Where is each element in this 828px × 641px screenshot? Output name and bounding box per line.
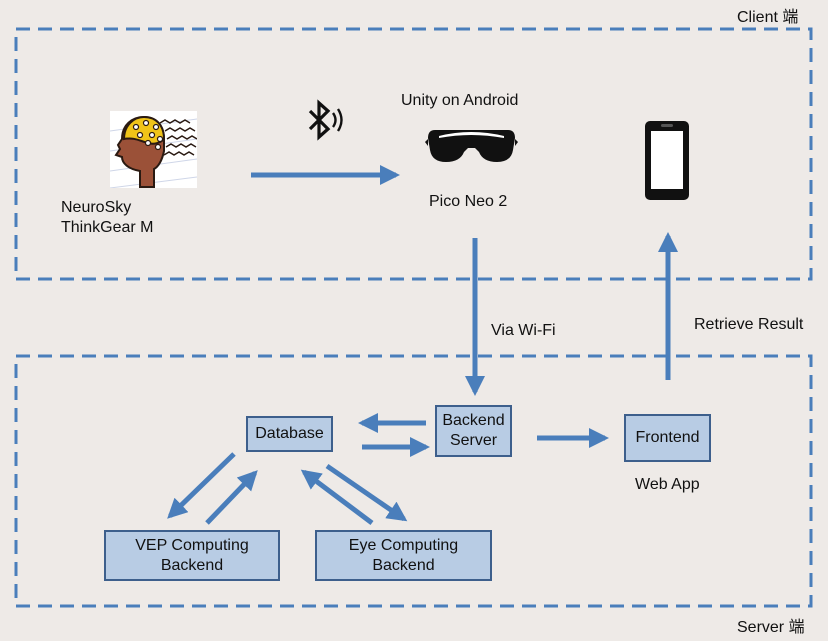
node-vep-label-line2: Backend [160, 556, 224, 574]
node-frontend-label: Frontend [635, 429, 700, 446]
arrow-vep-to-database [205, 470, 258, 525]
node-database: Database [246, 416, 333, 452]
arrow-database-to-eye [325, 463, 408, 522]
device-name-line2: ThinkGear M [61, 219, 154, 236]
node-database-label: Database [255, 425, 324, 442]
bluetooth-icon [304, 99, 346, 141]
arrow-eye-to-database [300, 469, 374, 525]
device-name-line1: NeuroSky [61, 199, 132, 216]
eeg-head-icon [109, 111, 198, 189]
client-region-label: Client 端 [737, 9, 799, 26]
node-frontend: Frontend [624, 414, 711, 462]
headset-name: Pico Neo 2 [429, 193, 508, 210]
edge-label-retrieve-result: Retrieve Result [694, 316, 804, 333]
node-eye-computing-backend: Eye Computing Backend [315, 530, 492, 581]
node-eye-label-line1: Eye Computing [348, 536, 459, 554]
node-vep-label-line1: VEP Computing [135, 536, 249, 554]
web-app-label: Web App [635, 476, 700, 493]
node-vep-computing-backend: VEP Computing Backend [104, 530, 280, 581]
smartphone-icon [644, 120, 690, 201]
node-eye-label-line2: Backend [372, 556, 435, 574]
headset-platform-label: Unity on Android [401, 92, 519, 109]
arrow-database-to-vep [167, 452, 236, 519]
client-region [14, 27, 813, 281]
vr-headset-icon [425, 124, 518, 168]
node-backend-label-line2: Server [449, 432, 498, 449]
server-region [14, 354, 813, 608]
server-region-label: Server 端 [737, 619, 805, 636]
node-backend-server: Backend Server [435, 405, 512, 457]
node-backend-label-line1: Backend [442, 412, 505, 429]
edge-label-via-wifi: Via Wi-Fi [491, 322, 556, 339]
